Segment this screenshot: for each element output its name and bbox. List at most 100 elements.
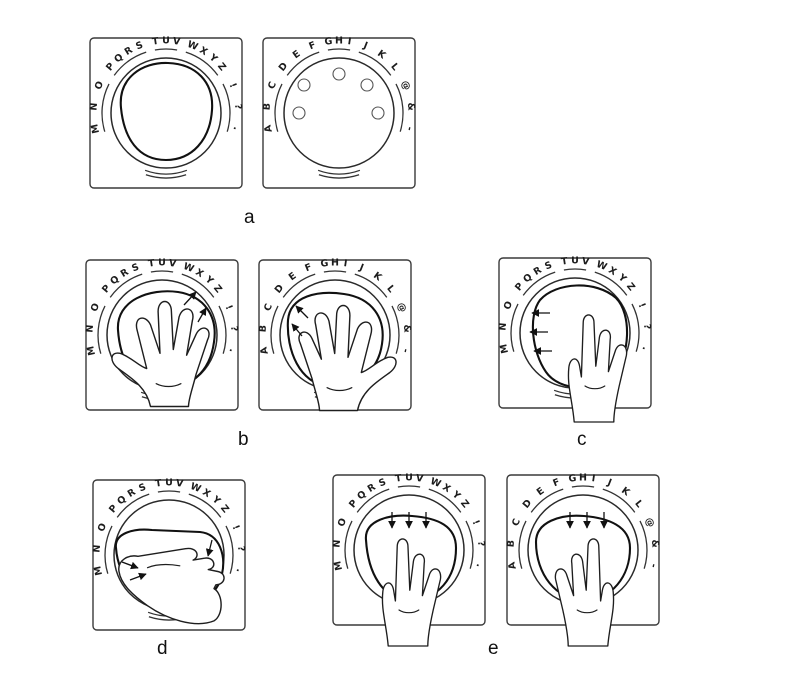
key-group-arc	[157, 490, 181, 493]
key-letter: H	[335, 36, 343, 47]
key-letter: -	[647, 562, 659, 568]
key-letter: S	[134, 40, 145, 53]
finger-dot	[371, 106, 385, 120]
motion-arrow	[291, 323, 303, 337]
key-group-arc	[270, 305, 279, 354]
key-letter: !	[230, 523, 242, 531]
key-letter: J	[357, 262, 365, 274]
key-group-arc	[639, 520, 648, 569]
key-letter: N	[331, 539, 343, 548]
caption-b: b	[238, 429, 249, 450]
key-letter: !	[227, 81, 239, 89]
key-letter: S	[130, 262, 141, 275]
key-letter: V	[168, 258, 178, 270]
key-letter: F	[303, 262, 313, 275]
key-group-arc	[571, 485, 595, 488]
caption-e: e	[488, 638, 499, 659]
motion-arrow	[121, 561, 139, 570]
key-letter: M	[332, 560, 345, 572]
key-letter: .	[640, 346, 652, 352]
key-group-arc	[510, 303, 519, 352]
key-letter: H	[331, 258, 339, 269]
key-group-arc	[428, 488, 462, 513]
key-group-arc	[218, 305, 227, 354]
key-letter: !	[223, 303, 235, 311]
key-group-arc	[113, 51, 147, 76]
key-letter: J	[361, 40, 369, 52]
key-group-arc	[631, 303, 640, 352]
key-letter: @	[643, 516, 657, 529]
key-group-arc	[594, 271, 628, 296]
key-letter: E	[291, 48, 303, 61]
key-group-arc	[395, 83, 404, 132]
touch-pad-deformed	[119, 61, 214, 162]
space-arc	[145, 174, 187, 179]
key-letter: A	[262, 123, 274, 133]
finger-dot	[292, 106, 306, 120]
key-letter: U	[165, 478, 173, 489]
hand	[111, 300, 210, 408]
finger-dot	[360, 78, 374, 92]
key-letter: -	[399, 347, 411, 353]
key-letter: T	[394, 473, 403, 485]
key-letter: M	[89, 123, 102, 135]
key-letter: T	[560, 256, 569, 268]
key-letter: ?	[232, 103, 243, 109]
key-letter: E	[287, 270, 299, 283]
key-group-arc	[286, 51, 320, 76]
motion-arrow	[295, 305, 309, 319]
key-group-arc	[358, 51, 392, 76]
caption-a: a	[244, 207, 255, 228]
key-letter: F	[551, 477, 561, 490]
key-letter: N	[497, 322, 509, 331]
key-letter: .	[234, 568, 246, 574]
keyboard-ring	[110, 57, 222, 169]
space-arc	[318, 174, 360, 179]
key-letter: ?	[475, 540, 486, 546]
key-letter: .	[231, 126, 243, 132]
key-letter: G	[320, 258, 330, 270]
key-letter: V	[415, 473, 425, 485]
hand	[381, 538, 442, 647]
key-letter: O	[502, 300, 515, 312]
key-letter: W	[182, 261, 196, 275]
key-letter: ?	[641, 323, 652, 329]
key-letter: -	[403, 125, 415, 131]
hand-outline	[554, 538, 615, 647]
key-letter: ?	[228, 325, 239, 331]
key-letter: A	[258, 345, 270, 355]
key-letter: V	[172, 36, 182, 48]
key-group-arc	[327, 48, 351, 51]
key-group-arc	[154, 48, 178, 51]
key-letter: O	[96, 522, 109, 534]
key-group-arc	[225, 525, 234, 574]
key-group-arc	[101, 83, 110, 132]
motion-arrow	[205, 539, 214, 557]
key-letter: U	[571, 256, 579, 267]
key-letter: @	[399, 79, 413, 92]
key-letter: L	[388, 61, 400, 73]
hand	[298, 304, 397, 412]
key-letter: L	[384, 283, 396, 295]
key-letter: M	[85, 345, 98, 357]
hand-crease	[146, 563, 181, 569]
hand-outline	[381, 538, 442, 647]
key-group-arc	[397, 485, 421, 488]
key-letter: S	[377, 477, 388, 490]
key-letter: V	[175, 478, 185, 490]
key-letter: C	[262, 302, 275, 313]
key-letter: B	[262, 103, 274, 111]
key-letter: I	[347, 36, 352, 47]
key-letter: T	[151, 36, 160, 48]
key-group-arc	[522, 271, 556, 296]
key-letter: .	[474, 563, 486, 569]
key-group-arc	[344, 520, 353, 569]
key-letter: .	[227, 348, 239, 354]
